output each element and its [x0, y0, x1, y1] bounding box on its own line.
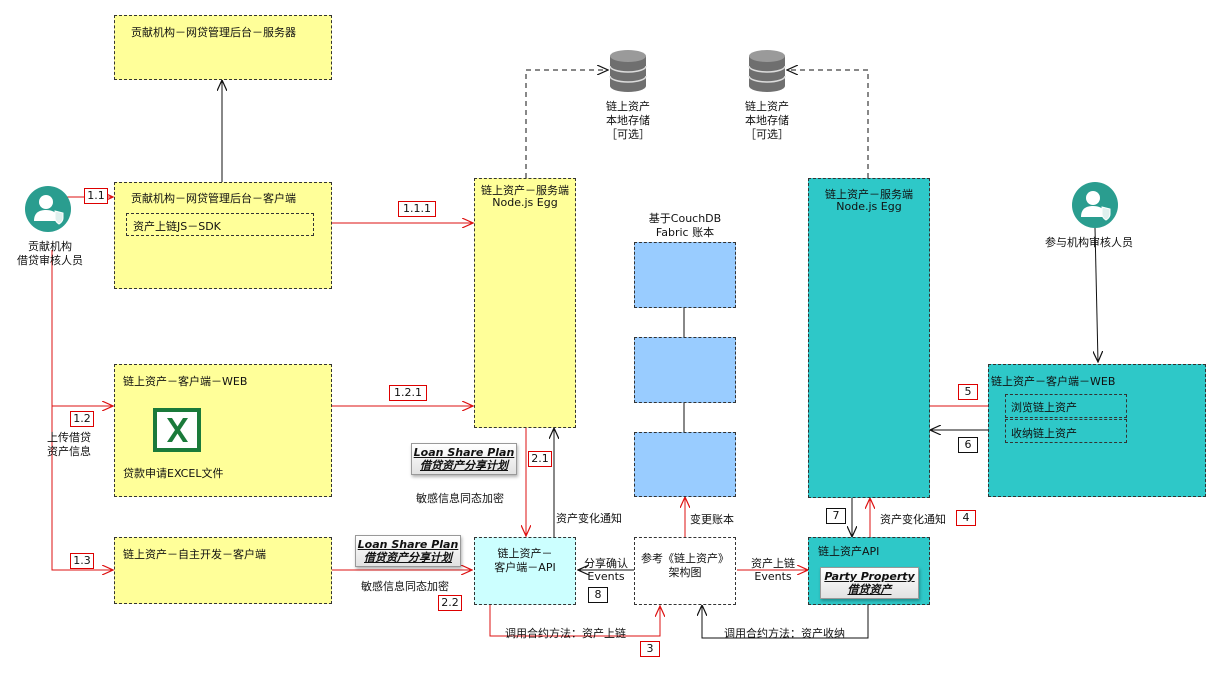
server-right-box: 链上资产－服务端 Node.js Egg	[808, 178, 930, 498]
change-ledger-label: 变更账本	[690, 513, 734, 526]
client-api-subtitle: 客户端－API	[494, 561, 556, 574]
backend-server-label: 贡献机构－网贷管理后台－服务器	[131, 26, 296, 39]
loan-share-tag-1: Loan Share Plan 借贷资产分享计划	[411, 443, 517, 475]
server-left-box: 链上资产－服务端 Node.js Egg	[474, 178, 576, 428]
step-1-2-1: 1.2.1	[389, 385, 427, 401]
step-2-1: 2.1	[528, 451, 552, 467]
backend-client-box: 贡献机构－网贷管理后台－客户端 资产上链JS－SDK	[114, 182, 332, 289]
left-actor-line-1: 贡献机构	[28, 240, 72, 253]
step-8: 8	[588, 587, 608, 603]
web-client-box: 链上资产－客户端－WEB 贷款申请EXCEL文件	[114, 364, 332, 497]
arrow-actor-to-web	[1095, 227, 1098, 362]
loan-share-2-en: Loan Share Plan	[357, 538, 459, 551]
party-property-en: Party Property	[824, 570, 915, 583]
database-icon	[609, 50, 647, 92]
ledger-block-1	[634, 242, 736, 308]
db-right-caption: 链上资产 本地存储 ［可选］	[733, 100, 801, 142]
server-left-subtitle: Node.js Egg	[492, 196, 558, 209]
share-confirm-label: 分享确认 Events	[580, 557, 632, 583]
upload-line-2: 资产信息	[47, 445, 91, 458]
db-right-line-2: 本地存储	[745, 114, 789, 127]
step-1-2: 1.2	[70, 411, 94, 427]
left-actor-caption: 贡献机构 借贷审核人员	[8, 240, 92, 268]
step-1-1-1: 1.1.1	[398, 201, 436, 217]
sdk-box: 资产上链JS－SDK	[126, 213, 314, 236]
arrow-call-accept	[702, 605, 869, 639]
asset-onchain-line-2: Events	[754, 570, 792, 583]
client-api-title: 链上资产－	[497, 547, 553, 560]
call-onchain-label: 调用合约方法：资产上链	[505, 627, 626, 640]
self-client-label: 链上资产－自主开发－客户端	[123, 548, 266, 561]
arrow-call-onchain	[489, 605, 660, 637]
call-accept-label: 调用合约方法：资产收纳	[724, 627, 845, 640]
step-7: 7	[826, 508, 846, 524]
loan-share-tag-2: Loan Share Plan 借贷资产分享计划	[355, 535, 461, 567]
db-right-line-1: 链上资产	[745, 100, 789, 113]
couchdb-caption: 基于CouchDB Fabric 账本	[634, 212, 736, 240]
reference-subtitle: 架构图	[668, 566, 702, 579]
web-right-label: 链上资产－客户端－WEB	[991, 375, 1116, 388]
asset-onchain-line-1: 资产上链	[751, 557, 795, 570]
reference-title: 参考《链上资产》	[641, 552, 729, 565]
chain-api-label: 链上资产API	[818, 545, 880, 558]
share-confirm-line-2: Events	[587, 570, 625, 583]
web-client-label: 链上资产－客户端－WEB	[123, 375, 248, 388]
loan-share-1-cn: 借贷资产分享计划	[420, 459, 508, 472]
server-right-subtitle: Node.js Egg	[836, 200, 902, 213]
user-shield-icon	[1072, 182, 1118, 228]
loan-share-1-en: Loan Share Plan	[413, 446, 515, 459]
backend-server-box: 贡献机构－网贷管理后台－服务器	[114, 15, 332, 80]
step-2-2: 2.2	[438, 595, 462, 611]
loan-share-2-cn: 借贷资产分享计划	[364, 551, 452, 564]
arrow-server-to-db-right	[787, 70, 869, 178]
asset-change-label-1: 资产变化通知	[556, 512, 622, 525]
excel-file-label: 贷款申请EXCEL文件	[123, 467, 224, 480]
server-left-title: 链上资产－服务端	[481, 184, 569, 197]
user-shield-icon	[25, 186, 71, 232]
database-icon	[748, 50, 786, 92]
couchdb-line-2: Fabric 账本	[655, 226, 715, 239]
db-right-line-3: ［可选］	[745, 128, 789, 141]
step-1-1: 1.1	[84, 188, 108, 204]
step-5: 5	[958, 384, 978, 400]
db-left-caption: 链上资产 本地存储 ［可选］	[594, 100, 662, 142]
arrow-actor-to-self	[51, 406, 113, 570]
accept-assets-label: 收纳链上资产	[1011, 427, 1077, 440]
accept-assets-item[interactable]: 收纳链上资产	[1005, 419, 1127, 443]
upload-label: 上传借贷 资产信息	[44, 431, 94, 459]
browse-assets-item[interactable]: 浏览链上资产	[1005, 394, 1127, 418]
party-property-tag: Party Property 借贷资产	[820, 567, 919, 599]
browse-assets-label: 浏览链上资产	[1011, 401, 1077, 414]
db-left-line-2: 本地存储	[606, 114, 650, 127]
server-right-title: 链上资产－服务端	[825, 188, 913, 201]
encrypt-label-1: 敏感信息同态加密	[416, 492, 504, 505]
step-6: 6	[958, 437, 978, 453]
db-left-line-3: ［可选］	[606, 128, 650, 141]
step-4: 4	[956, 510, 976, 526]
share-confirm-line-1: 分享确认	[584, 557, 628, 570]
excel-icon	[153, 408, 201, 452]
ledger-block-2	[634, 337, 736, 403]
backend-client-label: 贡献机构－网贷管理后台－客户端	[131, 192, 296, 205]
asset-change-label-2: 资产变化通知	[880, 513, 946, 526]
step-1-3: 1.3	[70, 553, 94, 569]
party-property-cn: 借贷资产	[847, 583, 892, 596]
sdk-label: 资产上链JS－SDK	[133, 220, 221, 233]
reference-box: 参考《链上资产》 架构图	[634, 537, 736, 605]
upload-line-1: 上传借贷	[47, 431, 91, 444]
step-3: 3	[640, 641, 660, 657]
right-actor-caption: 参与机构审核人员	[1045, 236, 1133, 249]
left-actor-line-2: 借贷审核人员	[17, 254, 83, 267]
db-left-line-1: 链上资产	[606, 100, 650, 113]
web-right-box: 链上资产－客户端－WEB 浏览链上资产 收纳链上资产	[988, 364, 1206, 497]
client-api-box: 链上资产－ 客户端－API	[474, 537, 576, 605]
ledger-block-3	[634, 432, 736, 497]
arrow-actor-to-web	[51, 250, 113, 406]
self-client-box: 链上资产－自主开发－客户端	[114, 537, 332, 604]
encrypt-label-2: 敏感信息同态加密	[361, 580, 449, 593]
couchdb-line-1: 基于CouchDB	[648, 212, 722, 225]
arrow-server-to-db-left	[525, 70, 608, 178]
asset-onchain-label: 资产上链 Events	[744, 557, 802, 583]
